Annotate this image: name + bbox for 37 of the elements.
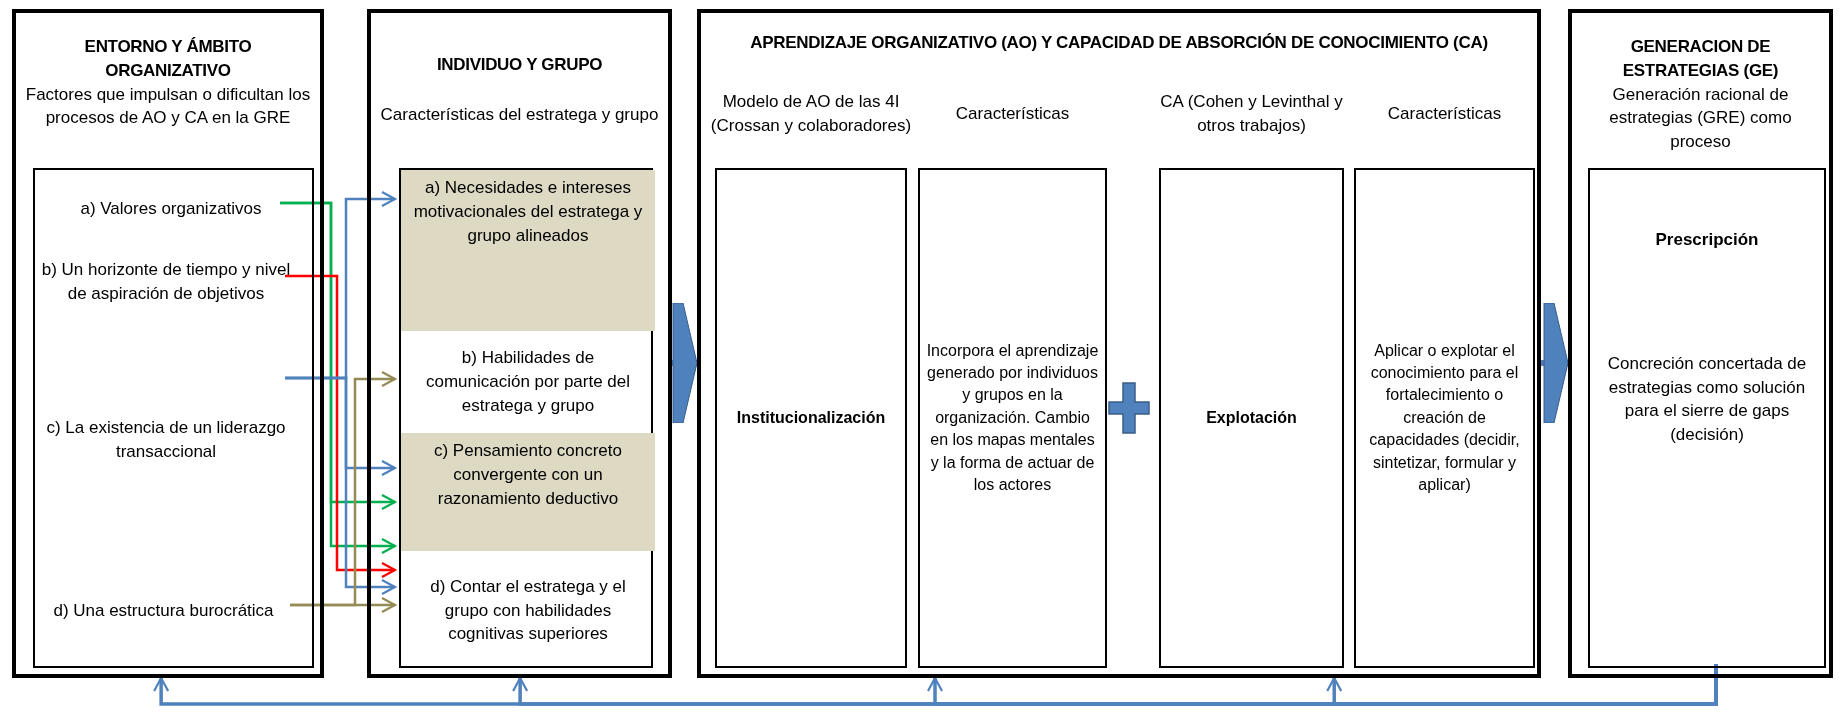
column-subtitle: Factores que impulsan o dificultan los procesos de AO y CA en la GRE <box>24 83 312 130</box>
column-panel <box>367 9 672 678</box>
column-subtitle: Generación racional de estrategias (GRE) como proceso <box>1608 83 1793 154</box>
box-text: Aplicar o explotar el conocimiento para el fortalecimiento o creación de capacidades (decidir, sintetizar, formular y aplicar) <box>1368 340 1521 495</box>
factor-text: b) Un horizonte de tiempo y nivel de aspiración de objetivos <box>41 240 291 324</box>
box-text: Incorpora el aprendizaje generado por individuos y grupos en la organización. Cambio en los mapas mentales y la forma de actuar de los actores <box>926 340 1099 495</box>
row-text: a) Necesidades e intereses motivacionales del estratega y grupo alineados <box>412 177 644 247</box>
shaded-row <box>401 170 655 331</box>
box-heading: CA (Cohen y Levinthal y otros trabajos) <box>1159 91 1344 137</box>
content-box <box>399 168 653 668</box>
column-heading: GENERACION DE ESTRATEGIAS (GE) <box>1621 36 1780 82</box>
box-text: Institucionalización <box>736 407 886 428</box>
box-heading: Prescripción <box>1655 229 1759 251</box>
arrow <box>1326 664 1718 706</box>
box-text: Concreción concertada de estrategias como solución para el sierre de gaps (decisión) <box>1606 352 1808 447</box>
column-heading: APRENDIZAJE ORGANIZATIVO (AO) Y CAPACIDAD DE ABSORCIÓN DE CONOCIMIENTO (CA) <box>750 32 1488 54</box>
factor-text: d) Una estructura burocrática <box>31 596 296 626</box>
row-text: c) Pensamiento concreto convergente con un razonamiento deductivo <box>432 440 623 510</box>
column-heading: ENTORNO Y ÁMBITO ORGANIZATIVO <box>83 36 253 82</box>
box-heading: Características <box>1386 103 1503 126</box>
arrow <box>290 596 397 614</box>
arrow <box>285 274 397 579</box>
column-subtitle: Características del estratega y grupo <box>380 103 659 126</box>
factor-text: a) Valores organizativos <box>56 194 286 224</box>
column-panel <box>697 9 1541 678</box>
box-text: Explotación <box>1206 407 1297 428</box>
content-box <box>1588 168 1826 668</box>
box-heading: Características <box>954 103 1071 126</box>
content-box <box>33 168 314 668</box>
column-panel <box>1568 9 1833 678</box>
row-text: b) Habilidades de comunicación por parte del estratega y grupo <box>424 347 632 417</box>
box-heading: Modelo de AO de las 4I (Crossan y colaboradores) <box>709 91 913 137</box>
column-heading: INDIVIDUO Y GRUPO <box>436 54 603 76</box>
factor-text: c) La existencia de un liderazgo transaccional <box>41 376 291 464</box>
shaded-row <box>401 433 655 551</box>
column-panel <box>12 9 324 678</box>
row-text: d) Contar el estratega y el grupo con habilidades cognitivas superiores <box>429 575 627 646</box>
